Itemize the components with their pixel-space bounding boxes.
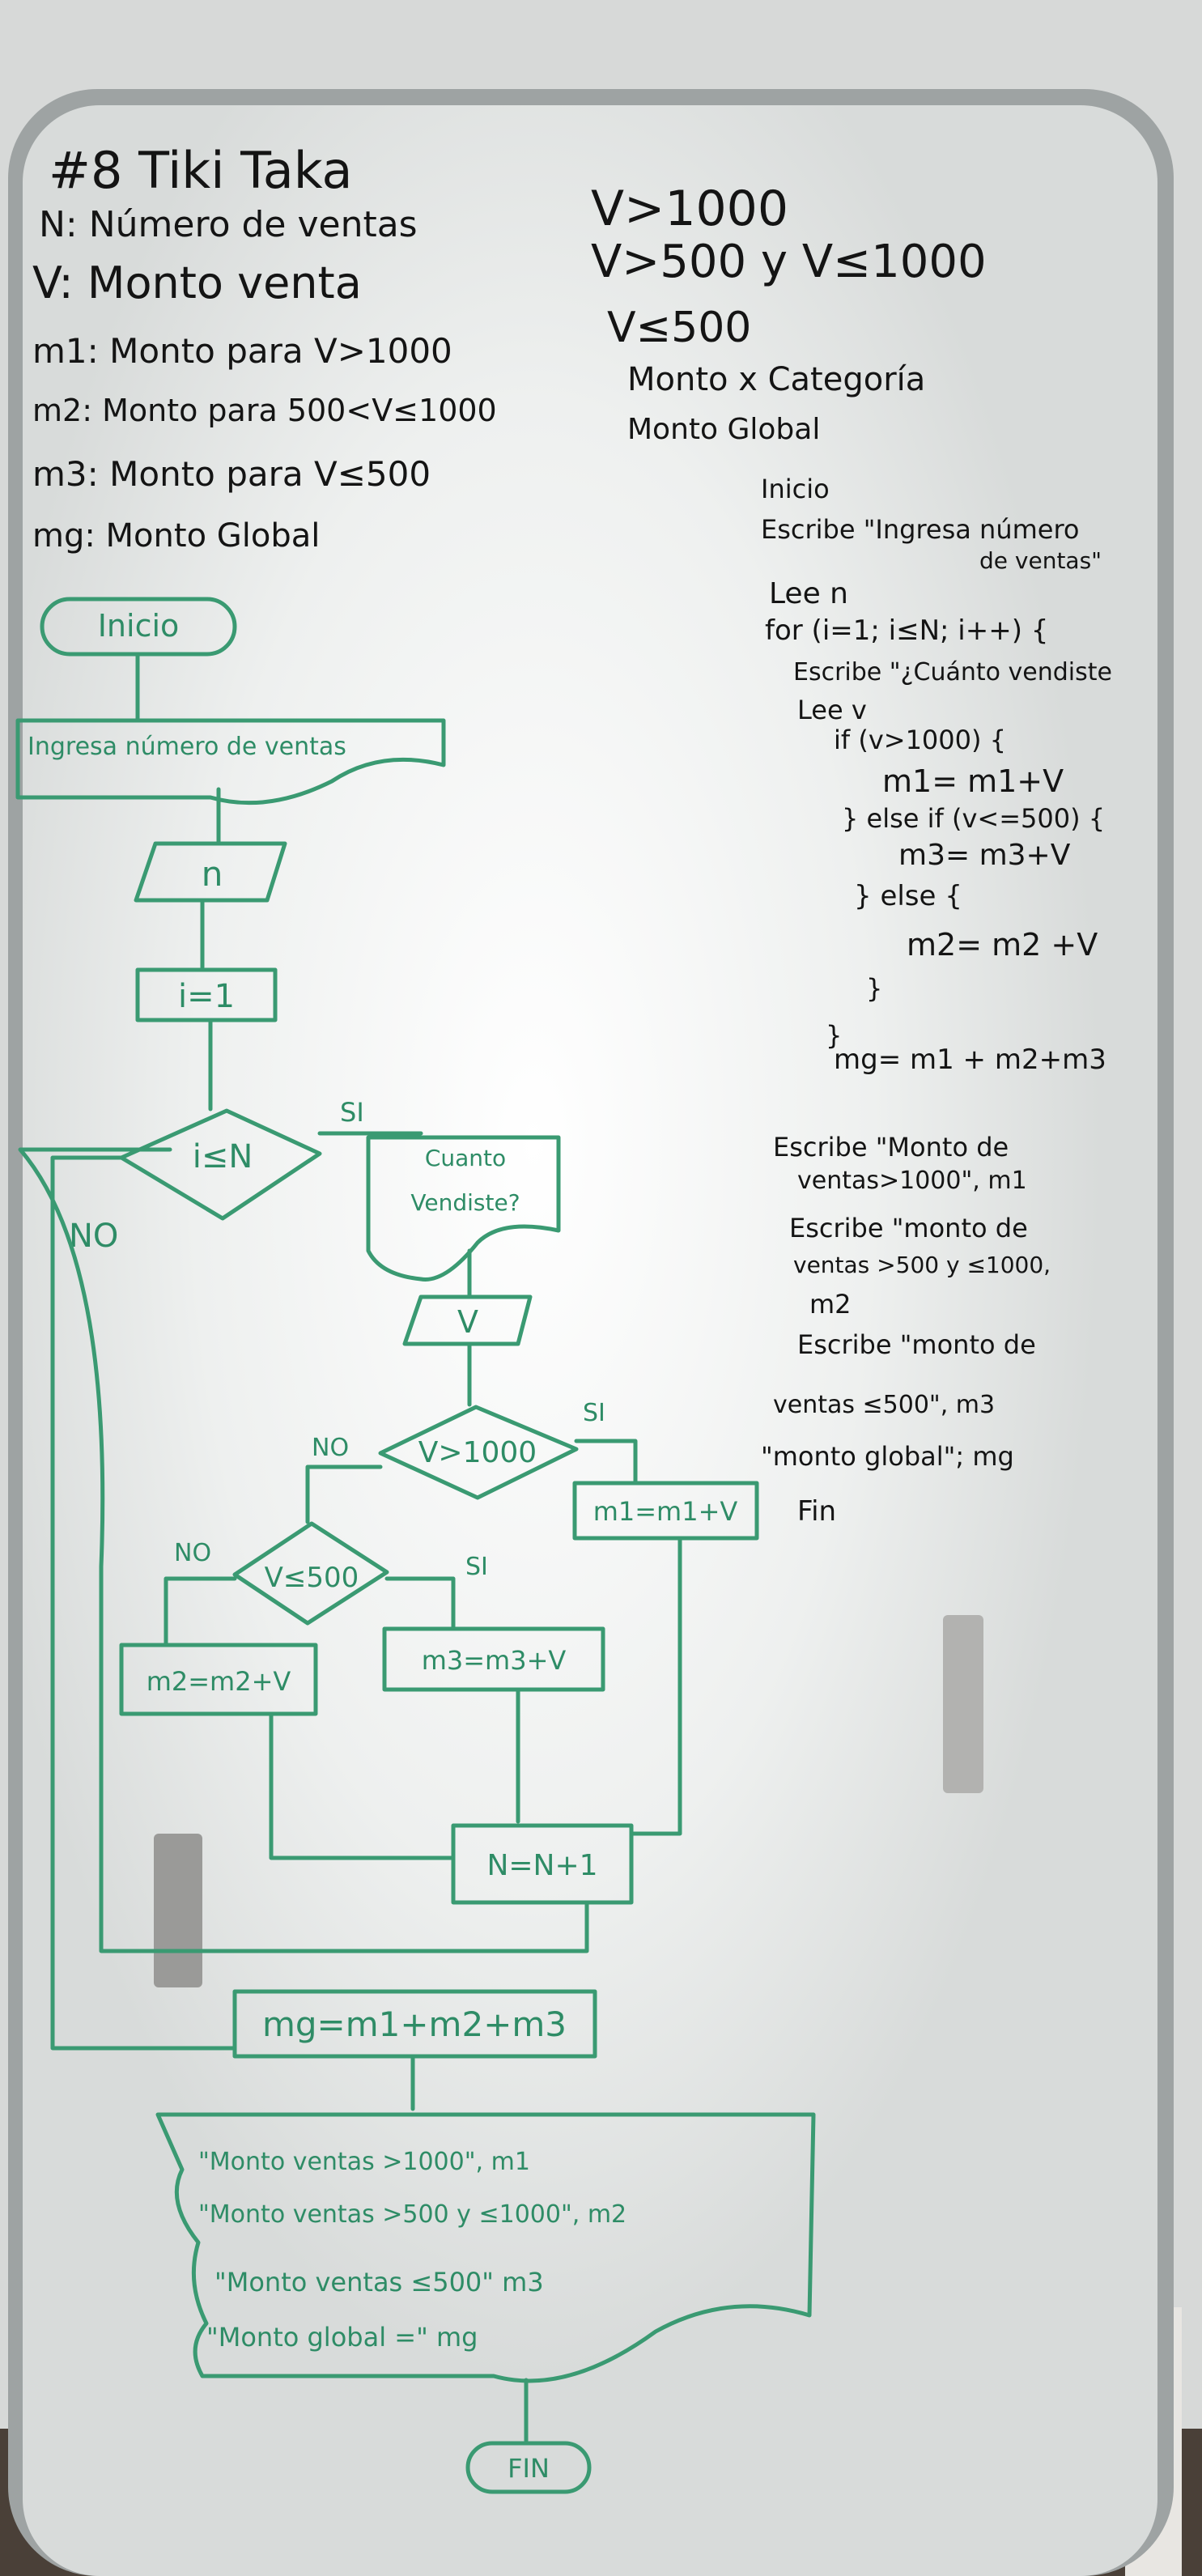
pseudo-line: } — [866, 973, 882, 1004]
assign-m3-label: m3=m3+V — [422, 1645, 567, 1676]
pseudo-line: Inicio — [761, 474, 830, 504]
header-notes: #8 Tiki Taka N: Número de ventas V: Mont… — [32, 141, 987, 555]
end-label: FIN — [508, 2453, 550, 2484]
start-label: Inicio — [98, 608, 180, 644]
assign-m2-label: m2=m2+V — [147, 1666, 291, 1697]
output-line-2: "Monto ventas >500 y ≤1000", m2 — [198, 2200, 626, 2229]
ask-line-1: Cuanto — [425, 1145, 506, 1171]
prompt-shape — [15, 718, 446, 806]
loop-yes-label: SI — [340, 1097, 364, 1128]
decision-v-gt-1000 — [378, 1405, 579, 1500]
ask-line-2: Vendiste? — [410, 1189, 520, 1216]
eraser-right — [943, 1615, 983, 1793]
cond1-no-label: NO — [312, 1434, 349, 1462]
pseudo-line: Fin — [797, 1495, 836, 1528]
assign-m2-box — [119, 1643, 318, 1716]
init-box — [135, 967, 278, 1022]
output-note-2: Monto Global — [627, 413, 820, 446]
decision-v-le-500 — [232, 1521, 389, 1626]
read-v-shape — [402, 1294, 533, 1346]
pseudo-line: de ventas" — [979, 547, 1102, 574]
condition-3: V≤500 — [607, 304, 751, 352]
definition-n: N: Número de ventas — [39, 204, 418, 245]
output-line-4: "Monto global =" mg — [206, 2322, 478, 2353]
pseudo-line: if (v>1000) { — [834, 725, 1006, 755]
condition-2: V>500 y V≤1000 — [591, 236, 987, 288]
pseudo-line: m2= m2 +V — [907, 927, 1098, 963]
pseudo-line: m1= m1+V — [882, 763, 1064, 799]
prompt-label: Ingresa número de ventas — [28, 733, 346, 761]
cond1-yes-label: SI — [583, 1399, 605, 1427]
output-note-1: Monto x Categoría — [627, 361, 925, 398]
pseudo-line: ventas>1000", m1 — [797, 1167, 1027, 1195]
pseudo-line: ventas ≤500", m3 — [773, 1391, 995, 1419]
init-label: i=1 — [178, 978, 235, 1015]
pseudo-line: Escribe "Ingresa número — [761, 514, 1080, 545]
cond1-label: V>1000 — [418, 1436, 537, 1469]
pseudo-line: Lee v — [797, 695, 867, 725]
pseudo-line: Escribe "monto de — [797, 1329, 1036, 1360]
definition-mg: mg: Monto Global — [32, 517, 320, 555]
pseudo-line: } — [826, 1020, 842, 1051]
cond2-no-label: NO — [174, 1539, 211, 1567]
output-line-3: "Monto ventas ≤500" m3 — [214, 2267, 544, 2298]
assign-m3-box — [382, 1626, 605, 1692]
board-title: #8 Tiki Taka — [49, 141, 353, 200]
increment-box — [451, 1823, 634, 1905]
definition-m3: m3: Monto para V≤500 — [32, 454, 431, 494]
condition-1: V>1000 — [591, 181, 788, 237]
read-n-label: n — [202, 854, 223, 894]
loop-no-label: NO — [69, 1218, 118, 1255]
definition-v: V: Monto venta — [32, 257, 362, 308]
pseudo-line: ventas >500 y ≤1000, — [793, 1252, 1051, 1278]
pseudo-line: Escribe "monto de — [789, 1213, 1028, 1243]
pseudo-line: } else if (v<=500) { — [842, 803, 1105, 834]
total-label: mg=m1+m2+m3 — [262, 2004, 567, 2044]
end-terminal — [465, 2441, 592, 2494]
eraser-left — [154, 1834, 202, 1987]
increment-label: N=N+1 — [486, 1849, 597, 1882]
cond2-yes-label: SI — [465, 1553, 488, 1581]
output-shape — [155, 2112, 816, 2383]
definition-m2: m2: Monto para 500<V≤1000 — [32, 393, 497, 428]
board-surface — [23, 105, 1157, 2576]
pseudo-line: m2 — [809, 1289, 852, 1320]
pseudo-line: for (i=1; i≤N; i++) { — [765, 614, 1048, 647]
loop-cond-label: i≤N — [193, 1138, 253, 1175]
pseudo-line: } else { — [854, 880, 962, 912]
pseudo-line: Lee n — [769, 577, 848, 610]
flowchart: Inicio Ingresa número de ventas n i=1 i≤… — [15, 597, 816, 2494]
output-line-1: "Monto ventas >1000", m1 — [198, 2148, 530, 2176]
pseudocode-block: Inicio Escribe "Ingresa número de ventas… — [761, 474, 1112, 1528]
loop-decision — [119, 1108, 322, 1221]
pseudo-line: "monto global"; mg — [761, 1441, 1014, 1472]
cond2-label: V≤500 — [265, 1562, 359, 1594]
pseudo-line: Escribe "¿Cuánto vendiste — [793, 658, 1112, 687]
read-v-label: V — [457, 1304, 478, 1340]
pseudo-line: Escribe "Monto de — [773, 1132, 1009, 1163]
definition-m1: m1: Monto para V>1000 — [32, 331, 452, 371]
pseudo-line: mg= m1 + m2+m3 — [834, 1044, 1106, 1076]
read-n-shape — [134, 841, 287, 903]
pseudo-line: m3= m3+V — [898, 839, 1071, 872]
ask-shape — [366, 1135, 561, 1282]
assign-m1-box — [572, 1481, 759, 1541]
assign-m1-label: m1=m1+V — [593, 1496, 738, 1527]
